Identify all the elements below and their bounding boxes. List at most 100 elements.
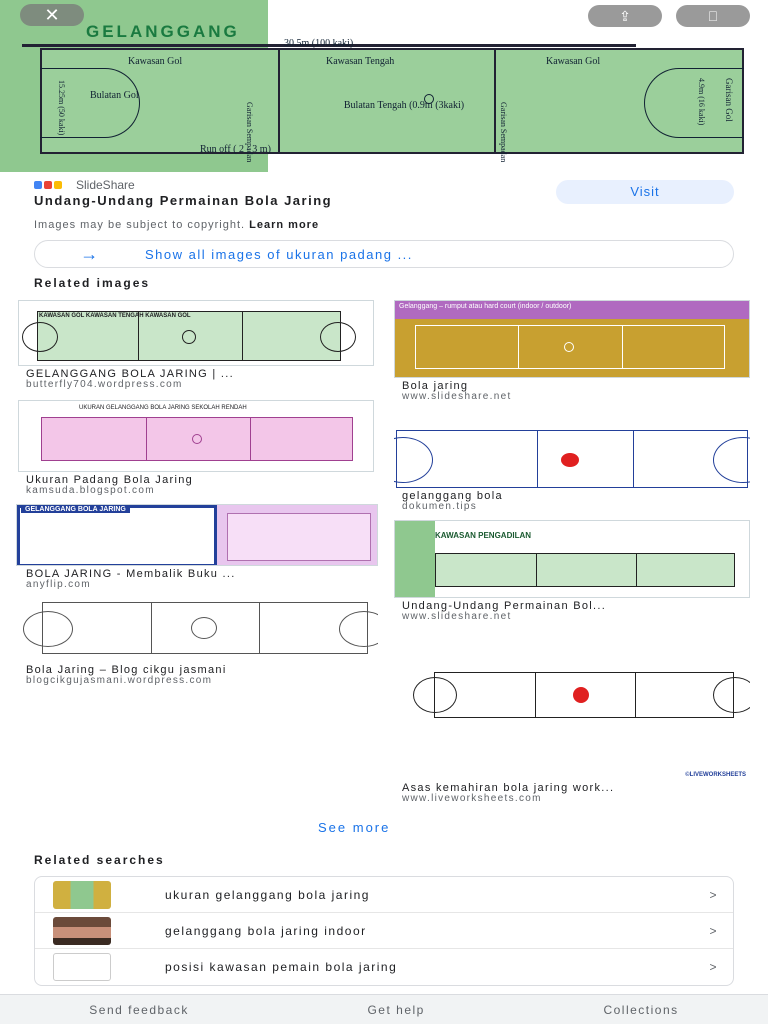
preview-dim-top: 30.5m (100 kaki) <box>284 38 354 49</box>
related-image-caption: GELANGGANG BOLA JARING | ... <box>26 368 234 380</box>
related-image-card[interactable]: gelanggang bola dokumen.tips <box>392 414 752 512</box>
thumb-watermark: ©LIVEWORKSHEETS <box>685 772 746 778</box>
thumb-court <box>17 505 217 565</box>
related-image-source: www.slideshare.net <box>402 391 512 402</box>
related-image-caption: Ukuran Padang Bola Jaring <box>26 474 194 486</box>
copyright-notice: Images may be subject to copyright. Lear… <box>34 219 319 231</box>
related-search-item[interactable]: ukuran gelanggang bola jaring > <box>35 877 733 913</box>
preview-image: GELANGGANG 30.5m (100 kaki) Kawasan Gol … <box>0 0 768 172</box>
related-image-thumb: GELANGGANG BOLA JARING <box>16 504 378 566</box>
related-search-label: ukuran gelanggang bola jaring <box>165 887 370 902</box>
court-width-label: 15.25m (50 kaki) <box>57 80 66 136</box>
zone-left <box>42 50 280 152</box>
preview-dim-bottom: Run off ( 2 - 3 m) <box>200 144 271 155</box>
thumb-bg <box>395 521 435 597</box>
related-image-caption: Bola jaring <box>402 380 469 392</box>
save-button[interactable]: ⎕ <box>676 5 750 27</box>
related-search-thumb <box>53 953 111 981</box>
thumb-court <box>413 672 750 718</box>
related-image-card[interactable]: KAWASAN GOL KAWASAN TENGAH KAWASAN GOL G… <box>16 298 378 390</box>
thumb-court <box>415 325 725 369</box>
related-image-thumb <box>394 416 750 490</box>
goal-circle-right <box>644 68 744 138</box>
thumb-court <box>23 602 378 654</box>
related-image-thumb: ©LIVEWORKSHEETS <box>394 632 750 780</box>
thumb-court <box>394 430 750 488</box>
thumb-title: KAWASAN PENGADILAN <box>435 531 532 540</box>
see-more-link[interactable]: See more <box>318 820 391 835</box>
slideshare-logo-icon <box>34 179 68 191</box>
zone-mid-label: Kawasan Tengah <box>326 56 395 67</box>
related-search-item[interactable]: posisi kawasan pemain bola jaring > <box>35 949 733 985</box>
thumb-court <box>41 417 353 461</box>
source-site-name: SlideShare <box>76 178 135 192</box>
related-image-source: anyflip.com <box>26 579 91 590</box>
center-circle-label: Bulatan Tengah (0.9m (3kaki) <box>343 100 465 111</box>
related-search-thumb <box>53 880 111 909</box>
center-circle <box>424 94 434 104</box>
related-image-source: www.slideshare.net <box>402 611 512 622</box>
send-feedback-link[interactable]: Send feedback <box>89 1002 189 1017</box>
related-image-card[interactable]: UKURAN GELANGGANG BOLA JARING SEKOLAH RE… <box>16 398 378 498</box>
footer-bar: Send feedback Get help Collections <box>0 994 768 1024</box>
related-image-thumb: Gelanggang – rumput atau hard court (ind… <box>394 300 750 378</box>
share-icon: ⇪ <box>619 8 631 24</box>
boundary-left-label: Garisan Sempadan <box>245 102 254 163</box>
goal-radius-label: 4.9m (16 kaki) <box>697 78 706 126</box>
related-search-label: gelanggang bola jaring indoor <box>165 923 367 938</box>
related-image-source: butterfly704.wordpress.com <box>26 379 183 390</box>
boundary-right-label: Garisan Sempadan <box>499 102 508 163</box>
related-search-thumb <box>53 916 111 945</box>
copyright-text: Images may be subject to copyright. <box>34 219 246 231</box>
collections-link[interactable]: Collections <box>603 1002 679 1017</box>
goal-line-label: Garisan Gol <box>724 78 734 122</box>
related-searches-heading: Related searches <box>34 853 165 867</box>
zone-mid <box>280 50 496 152</box>
show-all-images-button[interactable]: → Show all images of ukuran padang ... <box>34 240 734 268</box>
related-image-caption: Bola Jaring – Blog cikgu jasmani <box>26 664 227 676</box>
related-image-source: dokumen.tips <box>402 501 478 512</box>
related-image-card[interactable]: Gelanggang – rumput atau hard court (ind… <box>392 298 752 402</box>
related-image-source: kamsuda.blogspot.com <box>26 485 155 496</box>
arrow-right-icon: → <box>80 243 100 264</box>
learn-more-link[interactable]: Learn more <box>249 219 320 231</box>
related-image-source: blogcikgujasmani.wordpress.com <box>26 675 213 686</box>
related-image-card[interactable]: GELANGGANG BOLA JARING BOLA JARING - Mem… <box>16 504 378 590</box>
chevron-right-icon: > <box>709 960 717 974</box>
thumb-table <box>227 513 371 561</box>
related-images-heading: Related images <box>34 276 151 290</box>
related-image-caption: Asas kemahiran bola jaring work... <box>402 782 615 794</box>
related-image-thumb: KAWASAN PENGADILAN <box>394 520 750 598</box>
result-title[interactable]: Undang-Undang Permainan Bola Jaring <box>34 193 333 208</box>
related-search-item[interactable]: gelanggang bola jaring indoor > <box>35 913 733 949</box>
chevron-right-icon: > <box>709 887 717 902</box>
thumb-title: UKURAN GELANGGANG BOLA JARING SEKOLAH RE… <box>79 405 247 411</box>
related-image-card[interactable]: ©LIVEWORKSHEETS Asas kemahiran bola jari… <box>392 632 752 804</box>
zone-left-label: Kawasan Gol <box>128 56 183 67</box>
related-image-caption: Undang-Undang Permainan Bol... <box>402 600 607 612</box>
related-image-thumb: KAWASAN GOL KAWASAN TENGAH KAWASAN GOL <box>18 300 374 366</box>
share-button[interactable]: ⇪ <box>588 5 662 27</box>
related-image-card[interactable]: Bola Jaring – Blog cikgu jasmani blogcik… <box>16 596 378 688</box>
related-image-caption: BOLA JARING - Membalik Buku ... <box>26 568 236 580</box>
visit-button[interactable]: Visit <box>556 180 734 204</box>
chevron-right-icon: > <box>709 923 717 938</box>
source-site[interactable]: SlideShare <box>34 178 135 192</box>
related-image-card[interactable]: KAWASAN PENGADILAN Undang-Undang Permain… <box>392 518 752 624</box>
thumb-title: GELANGGANG BOLA JARING <box>21 506 130 513</box>
goal-circle-left <box>40 68 140 138</box>
related-image-caption: gelanggang bola <box>402 490 503 502</box>
goal-circle-left-label: Bulatan Gol <box>90 90 139 101</box>
related-image-source: www.liveworksheets.com <box>402 793 542 804</box>
get-help-link[interactable]: Get help <box>367 1002 425 1017</box>
related-search-label: posisi kawasan pemain bola jaring <box>165 960 398 974</box>
bookmark-icon: ⎕ <box>708 8 718 24</box>
court-top-line <box>22 44 636 47</box>
related-image-thumb: UKURAN GELANGGANG BOLA JARING SEKOLAH RE… <box>18 400 374 472</box>
close-button[interactable]: ✕ <box>20 4 84 26</box>
preview-title: GELANGGANG <box>86 22 240 41</box>
show-all-label: Show all images of ukuran padang ... <box>145 246 413 262</box>
related-searches-list: ukuran gelanggang bola jaring > gelangga… <box>34 876 734 986</box>
thumb-court <box>22 311 356 361</box>
zone-right-label: Kawasan Gol <box>546 56 601 67</box>
